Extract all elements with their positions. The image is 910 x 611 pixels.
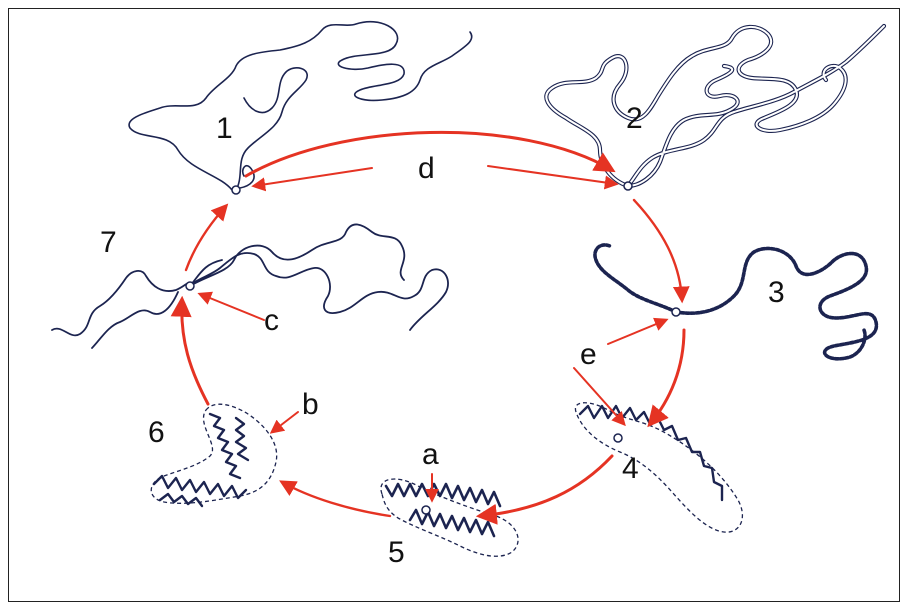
figure-frame bbox=[8, 8, 900, 602]
pointer-label-e: e bbox=[580, 338, 597, 371]
stage-label-3: 3 bbox=[768, 276, 785, 309]
pointer-c bbox=[197, 291, 265, 321]
cycle-arrows bbox=[170, 130, 690, 525]
arrow-7-to-1 bbox=[184, 203, 229, 272]
pointer-e-lower bbox=[573, 367, 626, 427]
arrow-1-to-2 bbox=[244, 130, 616, 178]
arrow-6-to-7 bbox=[170, 295, 210, 406]
stage-2-double-strand-dna bbox=[544, 23, 887, 191]
pointer-labels: d c e b a bbox=[264, 152, 597, 471]
pointer-label-a: a bbox=[422, 438, 439, 471]
pointer-e-upper bbox=[607, 317, 669, 345]
stage-5-condensed-chromosome bbox=[380, 478, 519, 557]
stage-1-relaxed-dna bbox=[128, 20, 473, 195]
arrow-3-to-4 bbox=[647, 328, 686, 428]
arrow-4-to-5 bbox=[475, 454, 614, 525]
pointer-d-right bbox=[487, 165, 619, 190]
stage-label-4: 4 bbox=[622, 452, 639, 485]
pointer-label-c: c bbox=[264, 304, 279, 337]
stage-label-7: 7 bbox=[100, 226, 117, 259]
pointer-d-left bbox=[251, 167, 373, 192]
pointer-b bbox=[269, 411, 299, 434]
stage-label-6: 6 bbox=[148, 416, 165, 449]
stage-3-supercoiling-dna bbox=[593, 243, 879, 361]
stage-label-1: 1 bbox=[216, 112, 233, 145]
arrow-2-to-3 bbox=[632, 198, 690, 304]
stage-labels: 1 2 3 4 5 6 7 bbox=[100, 102, 785, 569]
pointer-label-d: d bbox=[418, 152, 435, 185]
stage-6-decondensing-chromosome bbox=[150, 403, 278, 508]
pointer-label-b: b bbox=[302, 388, 319, 421]
stage-7-relaxing-dna bbox=[51, 223, 449, 349]
stage-label-5: 5 bbox=[388, 536, 405, 569]
pointer-arrows bbox=[197, 165, 669, 503]
arrow-5-to-6 bbox=[279, 480, 392, 518]
stage-label-2: 2 bbox=[626, 102, 643, 135]
